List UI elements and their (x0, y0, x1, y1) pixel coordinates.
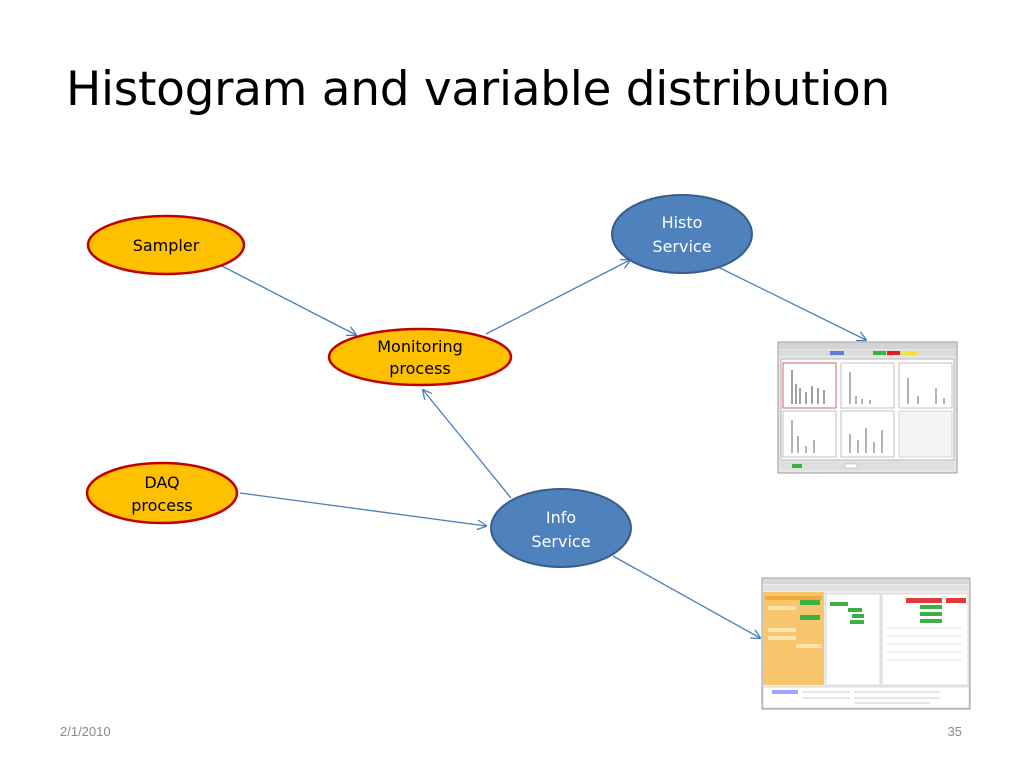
slide-date: 2/1/2010 (60, 724, 111, 739)
node-daq-process: DAQ process (85, 461, 239, 525)
slide-number: 35 (947, 724, 962, 739)
arrow-daq-to-info (239, 492, 486, 526)
arrows (221, 260, 866, 638)
node-label: Sampler (133, 236, 200, 255)
node-label: Monitoring (377, 337, 463, 356)
node-label: process (131, 496, 192, 515)
arrow-info-to-info-screenshot (612, 555, 760, 638)
node-label: Info (546, 508, 576, 527)
arrow-sampler-to-monitoring (221, 265, 356, 335)
info-gui-screenshot (761, 577, 971, 710)
node-info-service: Info Service (490, 488, 632, 568)
node-monitoring-process: Monitoring process (327, 327, 513, 387)
node-label: Service (531, 532, 590, 551)
node-label: Service (652, 237, 711, 256)
node-label: DAQ (144, 473, 179, 492)
node-label: process (389, 359, 450, 378)
node-sampler: Sampler (86, 214, 246, 276)
arrow-info-to-monitoring (423, 390, 512, 499)
histogram-gui-screenshot (777, 341, 958, 474)
arrow-monitoring-to-histo (485, 260, 630, 335)
arrow-histo-to-histogram-screenshot (717, 266, 866, 340)
node-label: Histo (662, 213, 703, 232)
slide-title: Histogram and variable distribution (66, 62, 891, 117)
node-histo-service: Histo Service (611, 194, 753, 274)
